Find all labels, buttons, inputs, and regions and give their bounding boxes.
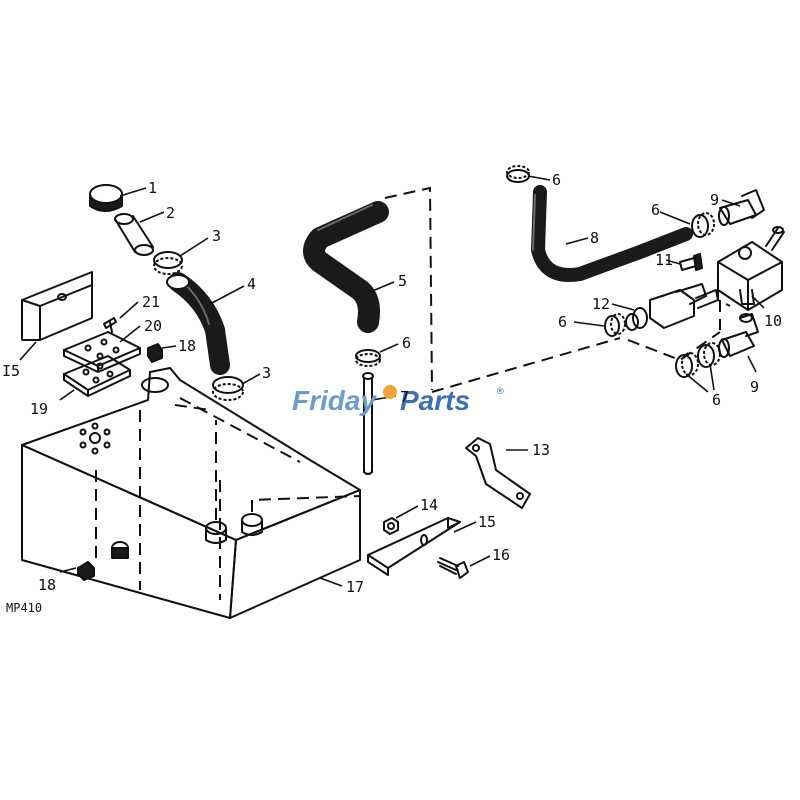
screw-21 xyxy=(103,317,117,333)
screw-11 xyxy=(679,253,703,271)
callout-1: 1 xyxy=(148,179,157,197)
callout-19: 19 xyxy=(30,400,48,418)
callout-11: 11 xyxy=(655,251,673,269)
vent-clamp xyxy=(355,349,381,367)
callout-20: 20 xyxy=(144,317,162,335)
watermark-text-1: Friday xyxy=(292,385,377,416)
fuel-pickup-tube xyxy=(362,372,374,475)
watermark-text-2: Parts xyxy=(400,385,470,416)
filler-hose xyxy=(166,272,230,375)
callout-15-lower: 15 xyxy=(478,513,496,531)
fuel-cap xyxy=(89,184,123,212)
callout-6-top: 6 xyxy=(552,171,561,189)
callout-13: 13 xyxy=(532,441,550,459)
callout-16: 16 xyxy=(492,546,510,564)
elbow-fitting-upper xyxy=(718,189,765,226)
vent-hose xyxy=(303,201,389,333)
callout-3-lower: 3 xyxy=(262,364,271,382)
fridayparts-watermark: Friday Parts ® xyxy=(292,385,504,416)
nut-18-upper xyxy=(147,343,163,363)
nut-14 xyxy=(383,517,399,535)
bracket-13 xyxy=(465,437,531,509)
fuel-tank xyxy=(21,367,361,619)
hose-clamp-lower xyxy=(212,376,244,401)
right-hose-clamp xyxy=(691,212,715,238)
callout-5: 5 xyxy=(398,272,407,290)
callout-9-lower: 9 xyxy=(750,378,759,396)
callout-4: 4 xyxy=(247,275,256,293)
callout-2: 2 xyxy=(166,204,175,222)
callout-14: 14 xyxy=(420,496,438,514)
watermark-trademark: ® xyxy=(497,386,504,396)
diagram-code: MP410 xyxy=(6,601,42,615)
elbow-fitting-lower xyxy=(718,313,759,358)
callout-15-left: I5 xyxy=(2,362,20,380)
callout-6-filter: 6 xyxy=(558,313,567,331)
callout-18-lower: 18 xyxy=(38,576,56,594)
fuel-line-hose xyxy=(531,185,693,282)
watermark-gear-icon xyxy=(383,385,397,399)
tank-outlet-fittings xyxy=(111,513,263,559)
callout-8: 8 xyxy=(590,229,599,247)
callout-6-lower: 6 xyxy=(712,391,721,409)
filter-clamp xyxy=(604,313,626,337)
callout-7: 7 xyxy=(400,388,409,406)
callout-17: 17 xyxy=(346,578,364,596)
mounting-bracket-left xyxy=(21,271,93,341)
fuel-filter xyxy=(625,283,719,331)
sender-bolt-pattern xyxy=(79,422,111,455)
callout-10: 10 xyxy=(764,312,782,330)
pad-plate-19 xyxy=(63,355,131,397)
callout-6-right: 6 xyxy=(651,201,660,219)
mounting-bracket-lower xyxy=(367,517,461,576)
callout-9-upper: 9 xyxy=(710,191,719,209)
callout-labels: 1 2 3 4 3 5 6 7 6 8 6 9 11 12 6 10 9 6 1… xyxy=(2,171,782,615)
callout-12: 12 xyxy=(592,295,610,313)
nut-18-lower xyxy=(77,561,95,581)
leader-lines xyxy=(19,175,765,587)
bolt-16 xyxy=(437,557,469,579)
hose-clamp-upper xyxy=(153,251,183,275)
top-hose-clamp xyxy=(506,165,530,183)
filler-tube xyxy=(114,213,154,256)
callout-3-upper: 3 xyxy=(212,227,221,245)
callout-6-vent: 6 xyxy=(402,334,411,352)
lower-hose-clamps xyxy=(675,342,721,378)
callout-21: 21 xyxy=(142,293,160,311)
fuel-pump xyxy=(717,226,785,311)
callout-18-upper: 18 xyxy=(178,337,196,355)
